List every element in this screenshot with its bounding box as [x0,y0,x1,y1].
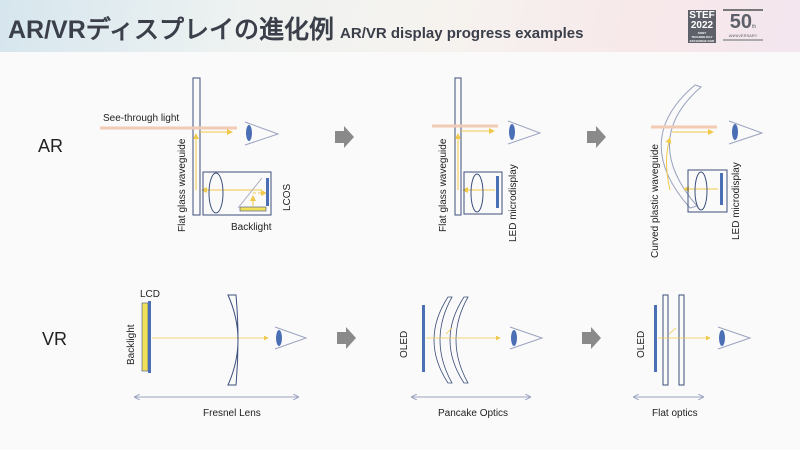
logo-th: th [752,24,757,30]
arrow-right-icon [582,327,601,349]
lcd-label: LCD [140,289,160,300]
logo-stef-text: STEF [689,10,715,21]
flat-optics-label: Flat optics [652,408,698,419]
page-title: AR/VRディスプレイの進化例 AR/VR display progress ex… [8,10,583,46]
logo-sub: SONY TECHNOLOGY EXCHANGE FAIR [689,31,715,43]
eye-icon [274,326,308,350]
see-through-label: See-through light [103,113,179,124]
backlight-label: Backlight [126,324,137,365]
arrow-right-icon [587,126,606,148]
oled-label: OLED [399,331,410,358]
lcos-label: LCOS [282,183,293,211]
waveguide [192,77,201,216]
arrow-right-icon [337,327,356,349]
logo-anniversary: ANNIVERSARY [728,33,758,38]
vr-pancake: OLED Pancake Optics [399,296,544,419]
arrow-right-icon [335,126,354,148]
title-jp: AR/VRディスプレイの進化例 [8,16,335,44]
waveguide-label: Curved plastic waveguide [650,144,661,258]
page-subtitle: AR/VR display progress examples [340,25,584,42]
header-banner: AR/VRディスプレイの進化例 AR/VR display progress ex… [0,0,800,52]
progress-arrows [335,126,606,349]
ar-curved-plastic: Curved plastic waveguide LED microdispla… [650,84,764,258]
logo-year: 2022 [690,20,714,31]
eye-icon [507,120,542,145]
logo-fifty: 50 [729,11,753,33]
eye-icon [717,326,752,350]
waveguide-label: Flat glass waveguide [177,138,188,232]
vr-fresnel: LCD Backlight Fresnel Lens [126,289,308,419]
eye-icon [509,326,544,350]
row-label-ar: AR [38,136,63,156]
fresnel-label: Fresnel Lens [203,408,261,419]
led-label: LED microdisplay [731,162,742,240]
oled-label: OLED [636,331,647,358]
eye-icon [728,120,764,145]
ar-flat-glass-led: Flat glass waveguide LED microdisplay [432,77,542,242]
waveguide-label: Flat glass waveguide [438,138,449,232]
row-label-vr: VR [42,329,67,349]
eye-icon [244,121,280,146]
led-label: LED microdisplay [508,164,519,242]
backlight-label: Backlight [231,222,272,233]
pancake-label: Pancake Optics [438,408,508,419]
vr-flat-optics: OLED Flat optics [634,294,752,419]
ar-flat-glass-lcos: See-through light Flat glass waveguide L… [100,77,293,233]
